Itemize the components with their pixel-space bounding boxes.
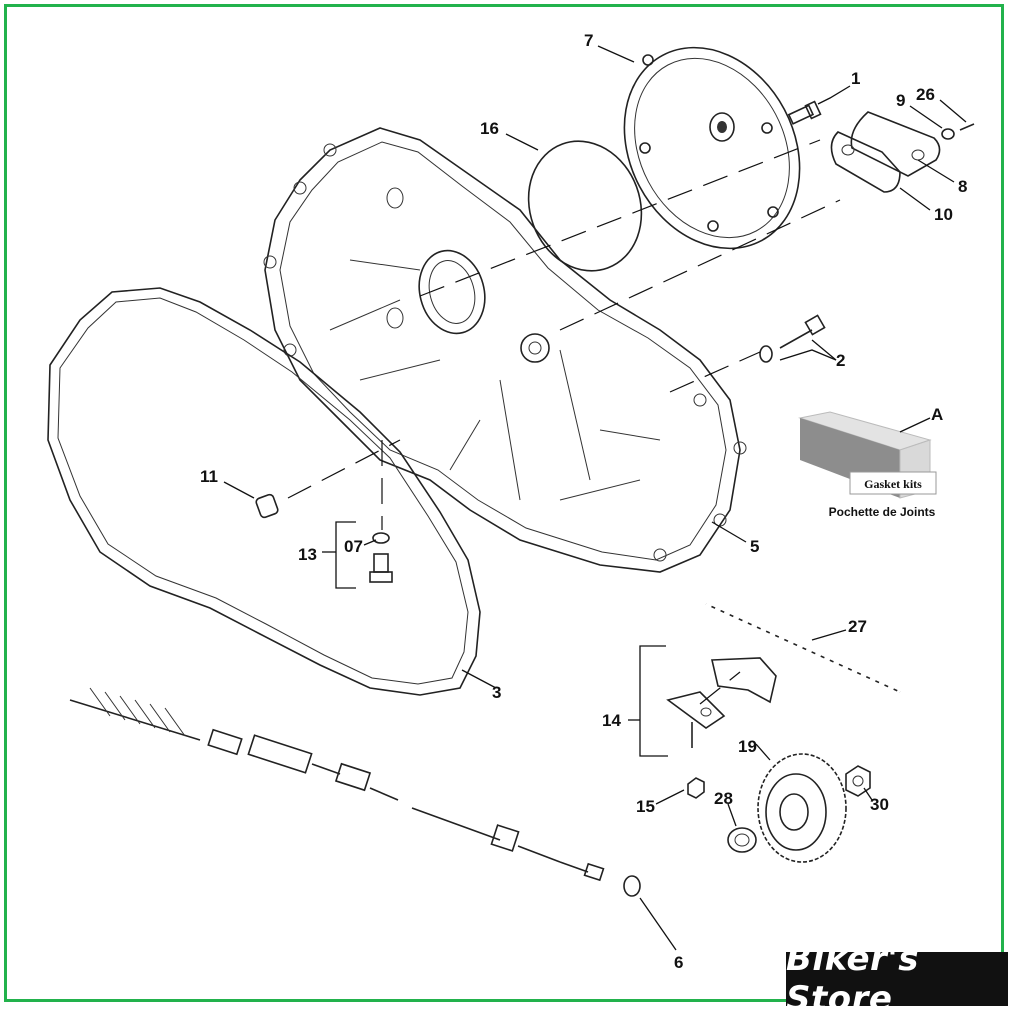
assembly-dashed-lines [287, 139, 841, 705]
part-7-cover-plate [623, 46, 801, 250]
part-10-gasket [830, 131, 901, 193]
label-26: 26 [916, 85, 935, 104]
label-3: 3 [492, 683, 501, 702]
label-7: 7 [584, 31, 593, 50]
part-9-washer [941, 128, 955, 140]
label-11: 11 [200, 467, 218, 486]
label-8: 8 [958, 177, 967, 196]
label-27: 27 [848, 617, 867, 636]
label-A: A [931, 405, 943, 424]
part-5-primary-housing [263, 127, 747, 573]
part-1-bolt [787, 100, 822, 125]
part-16-o-ring [527, 140, 643, 272]
label-28: 28 [714, 789, 733, 808]
gasket-kit-caption: Pochette de Joints [829, 505, 936, 519]
label-16: 16 [480, 119, 499, 138]
label-10: 10 [934, 205, 953, 224]
label-1: 1 [851, 69, 860, 88]
part-28-spacer [727, 827, 757, 853]
part-14-tensioner [666, 657, 777, 748]
part-13-drain-plug [369, 553, 393, 583]
part-15-nut [687, 777, 705, 799]
label-5: 5 [750, 537, 759, 556]
label-14: 14 [602, 711, 621, 730]
part-30-nut [845, 765, 871, 797]
label-30: 30 [870, 795, 889, 814]
label-6: 6 [674, 953, 683, 972]
part-labels: 7 16 1 9 26 8 10 2 A 5 3 11 13 07 27 14 … [200, 31, 967, 972]
part-26-screw [959, 123, 975, 131]
part-3-gasket [47, 287, 481, 696]
part-8-plate [850, 111, 941, 177]
diagram-frame [4, 4, 1004, 1002]
bikers-store-logo: Biker's Store [786, 939, 1008, 1019]
part-07-o-ring [372, 532, 390, 544]
part-2-screw-washer [759, 314, 826, 363]
part-19-sprocket [757, 753, 847, 863]
label-13: 13 [298, 545, 317, 564]
label-15: 15 [636, 797, 655, 816]
leader-lines [223, 45, 967, 951]
part-27-chain [705, 602, 901, 694]
gasket-kit-box [798, 411, 937, 499]
label-07: 07 [344, 537, 363, 556]
part-6-clutch-cable [69, 687, 641, 897]
label-19: 19 [738, 737, 757, 756]
label-9: 9 [896, 91, 905, 110]
gasket-kit-label: Gasket kits [864, 477, 922, 491]
part-11-dowel [255, 493, 279, 519]
label-2: 2 [836, 351, 845, 370]
